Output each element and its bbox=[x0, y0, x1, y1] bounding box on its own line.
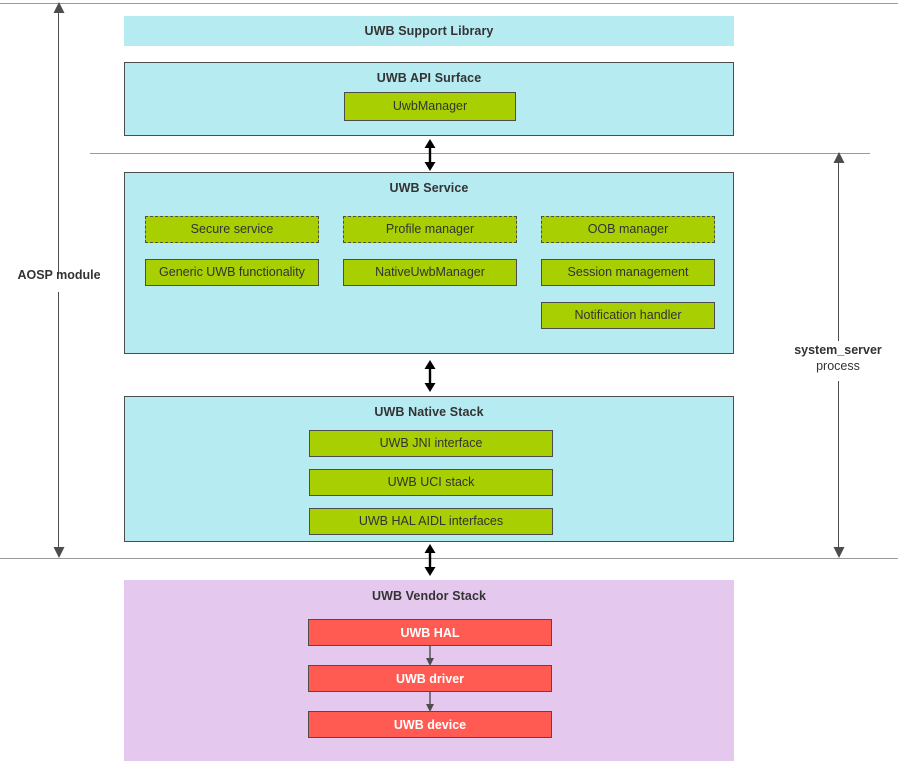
layer-uwb-service: UWB Service Secure service Profile manag… bbox=[124, 172, 734, 354]
aosp-span-arrow-up-icon bbox=[53, 2, 65, 13]
component-session-management[interactable]: Session management bbox=[541, 259, 715, 286]
rule-api-service-boundary bbox=[90, 153, 870, 154]
system-server-label-line1: system_server bbox=[794, 343, 882, 357]
rule-top bbox=[0, 3, 898, 4]
system-server-label-line2: process bbox=[816, 358, 860, 373]
layer-uwb-native-stack-title: UWB Native Stack bbox=[374, 405, 484, 419]
rule-native-vendor-boundary bbox=[0, 558, 898, 559]
component-uwb-jni-interface[interactable]: UWB JNI interface bbox=[309, 430, 553, 457]
component-uwb-driver[interactable]: UWB driver bbox=[308, 665, 552, 692]
component-notification-handler[interactable]: Notification handler bbox=[541, 302, 715, 329]
component-oob-manager[interactable]: OOB manager bbox=[541, 216, 715, 243]
component-uwb-manager[interactable]: UwbManager bbox=[344, 92, 516, 121]
connector-service-to-native-icon bbox=[424, 360, 436, 392]
connector-native-to-vendor-icon bbox=[424, 544, 436, 576]
system-server-span-arrow-up-icon bbox=[833, 152, 845, 163]
layer-uwb-vendor-stack: UWB Vendor Stack UWB HAL UWB driver UWB … bbox=[124, 580, 734, 761]
component-generic-uwb-functionality[interactable]: Generic UWB functionality bbox=[145, 259, 319, 286]
layer-uwb-support-library-title: UWB Support Library bbox=[364, 24, 494, 38]
component-native-uwb-manager[interactable]: NativeUwbManager bbox=[343, 259, 517, 286]
layer-uwb-native-stack: UWB Native Stack UWB JNI interface UWB U… bbox=[124, 396, 734, 542]
layer-uwb-api-surface-title: UWB API Surface bbox=[376, 71, 482, 85]
system-server-span-arrow-down-icon bbox=[833, 547, 845, 558]
aosp-module-span-line bbox=[58, 8, 60, 274]
system-server-span-line-lower bbox=[838, 381, 840, 552]
connector-driver-to-device-icon bbox=[426, 692, 434, 712]
component-uwb-device[interactable]: UWB device bbox=[308, 711, 552, 738]
component-profile-manager[interactable]: Profile manager bbox=[343, 216, 517, 243]
component-uwb-hal-aidl-interfaces[interactable]: UWB HAL AIDL interfaces bbox=[309, 508, 553, 535]
layer-uwb-support-library: UWB Support Library bbox=[124, 16, 734, 46]
connector-hal-to-driver-icon bbox=[426, 646, 434, 666]
aosp-module-label: AOSP module bbox=[0, 268, 118, 284]
aosp-module-label-text: AOSP module bbox=[17, 268, 101, 282]
layer-uwb-api-surface: UWB API Surface UwbManager bbox=[124, 62, 734, 136]
system-server-label: system_server process bbox=[778, 343, 898, 374]
aosp-span-arrow-down-icon bbox=[53, 547, 65, 558]
component-uwb-hal[interactable]: UWB HAL bbox=[308, 619, 552, 646]
system-server-span-line-upper bbox=[838, 160, 840, 341]
layer-uwb-service-title: UWB Service bbox=[389, 181, 469, 195]
component-secure-service[interactable]: Secure service bbox=[145, 216, 319, 243]
aosp-module-span-line-lower bbox=[58, 292, 60, 552]
connector-api-to-service-icon bbox=[424, 139, 436, 171]
layer-uwb-vendor-stack-title: UWB Vendor Stack bbox=[371, 589, 487, 603]
component-uwb-uci-stack[interactable]: UWB UCI stack bbox=[309, 469, 553, 496]
